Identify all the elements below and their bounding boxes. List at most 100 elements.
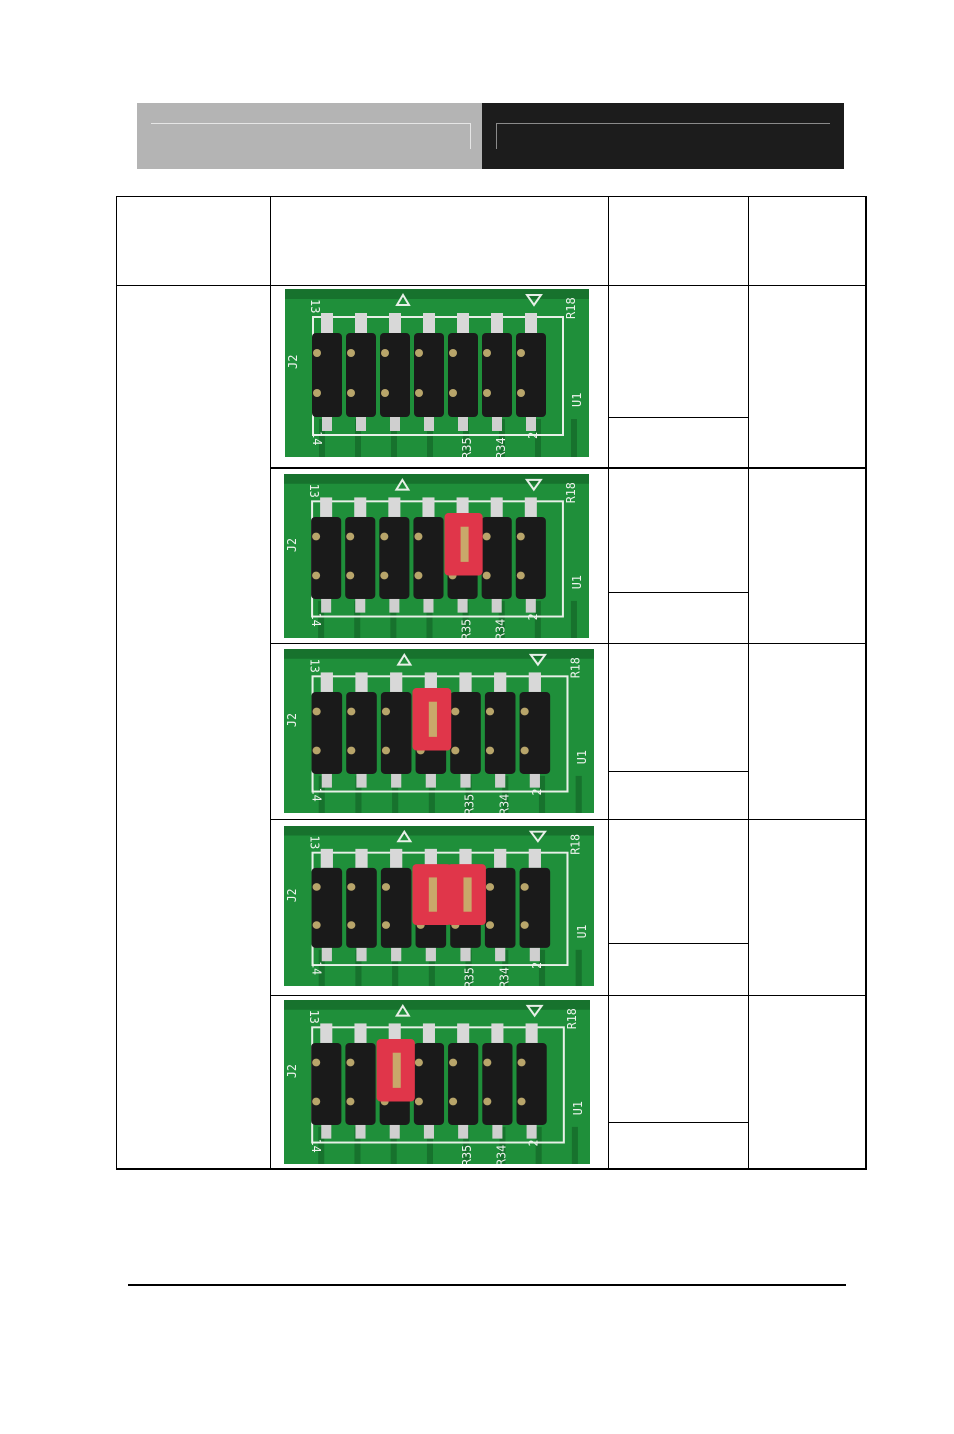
pcb-trace — [355, 419, 361, 457]
silk-label-2: 2 — [530, 788, 544, 795]
pcb-trace — [355, 949, 362, 986]
header-housing — [312, 333, 342, 417]
header-pin-bottom — [389, 1124, 400, 1139]
header-housing — [311, 1042, 342, 1125]
silk-label-j2: J2 — [286, 355, 300, 369]
solder-point — [346, 532, 355, 541]
silk-label-r18: R18 — [565, 1008, 579, 1029]
solder-point — [415, 389, 423, 397]
pcb-trace — [319, 419, 325, 457]
solder-point — [520, 707, 529, 716]
solder-point — [346, 1058, 355, 1067]
header-housing — [448, 333, 478, 417]
pcb-trace — [392, 949, 399, 986]
pcb-trace — [428, 775, 435, 813]
silk-label-r18: R18 — [564, 482, 578, 503]
pcb-edge — [284, 826, 594, 836]
header-rule — [151, 123, 470, 124]
pcb-edge — [284, 1000, 590, 1010]
header-rule — [496, 123, 830, 124]
header-pin-bottom — [424, 417, 434, 431]
pcb-trace — [463, 1126, 470, 1164]
jumper-cap — [376, 1039, 415, 1102]
header-pin-bottom — [321, 598, 332, 613]
header-pin-bottom — [495, 947, 506, 962]
silk-label-r34: R34 — [494, 437, 508, 457]
header-pin-top — [528, 848, 541, 868]
header-pin-bottom — [460, 773, 471, 788]
header-housing — [345, 516, 376, 599]
silk-label-r34: R34 — [497, 794, 511, 813]
silk-label-pin-14: 14 — [309, 613, 323, 627]
header-pin-bottom — [495, 773, 506, 788]
jumper-contact — [460, 526, 469, 562]
solder-point — [312, 1097, 321, 1106]
pcb-trace — [498, 600, 505, 638]
header-pin-bottom — [526, 1124, 537, 1139]
header-pin-top — [355, 672, 368, 692]
silk-label-r35: R35 — [459, 619, 473, 638]
pcb-trace — [391, 419, 397, 457]
header-housing — [380, 867, 412, 948]
pcb-trace — [427, 419, 433, 457]
header-pin-top — [457, 1023, 470, 1043]
header-pin-top — [525, 1023, 538, 1043]
pin-marker-icon — [396, 829, 413, 843]
silk-label-pin-13: 13 — [307, 1010, 321, 1024]
pcb-trace — [318, 1126, 325, 1164]
solder-point — [313, 389, 321, 397]
table-border-left — [116, 196, 117, 1170]
pcb-trace — [571, 1126, 578, 1164]
solder-point — [485, 707, 495, 716]
pcb-trace — [355, 775, 362, 813]
solder-point — [414, 1097, 423, 1106]
solder-point — [482, 532, 491, 541]
header-pin-bottom — [425, 773, 436, 788]
header-pin-bottom — [356, 417, 366, 431]
solder-point — [381, 921, 391, 929]
solder-point — [347, 707, 356, 716]
header-pin-bottom — [492, 417, 502, 431]
header-pin-top — [422, 497, 435, 517]
header-housing — [380, 691, 412, 774]
header-pin-top — [355, 848, 368, 868]
header-pin-bottom — [356, 947, 367, 962]
solder-point — [483, 389, 491, 397]
pin-marker-icon — [525, 1004, 544, 1018]
pin-marker-icon — [394, 477, 411, 491]
solder-point — [517, 1058, 526, 1067]
header-pin-bottom — [322, 417, 332, 431]
pcb-trace — [465, 949, 472, 986]
header-housing — [481, 516, 512, 599]
pcb-trace — [499, 419, 505, 457]
pcb-trace — [575, 949, 582, 986]
pcb-trace — [538, 949, 546, 986]
table-row-divider — [270, 995, 866, 996]
header-pin-bottom — [391, 773, 402, 788]
table-subcell-divider — [608, 943, 748, 944]
pcb-trace — [462, 600, 469, 638]
pin-marker-icon — [394, 1003, 411, 1017]
solder-point — [312, 883, 321, 891]
solder-point — [347, 746, 356, 755]
pcb-trace — [390, 1126, 397, 1164]
header-pin-bottom — [491, 598, 502, 613]
solder-point — [347, 883, 356, 891]
solder-point — [449, 1058, 458, 1067]
header-housing — [311, 867, 343, 948]
pcb-trace — [535, 1126, 542, 1164]
pcb-trace — [428, 949, 435, 986]
table-col-divider — [748, 196, 749, 1170]
header-pin-bottom — [391, 947, 402, 962]
silk-label-r18: R18 — [564, 297, 578, 319]
solder-point — [517, 349, 525, 357]
silk-label-r34: R34 — [494, 619, 508, 638]
header-pin-bottom — [457, 598, 468, 613]
header-pin-top — [491, 313, 503, 333]
header-housing — [515, 516, 546, 599]
pcb-edge — [284, 474, 589, 484]
header-pin-bottom — [321, 947, 332, 962]
